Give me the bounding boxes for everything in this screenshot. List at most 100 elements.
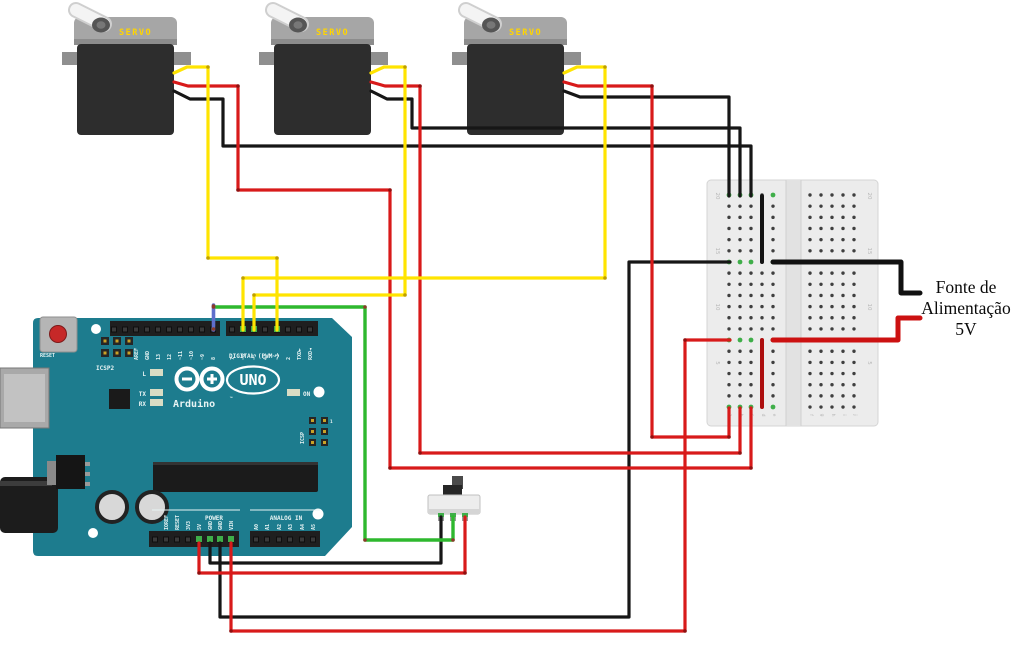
header-pin-hole [111, 326, 117, 333]
wire-bendpoint [603, 276, 607, 280]
breadboard-hole [819, 383, 823, 387]
connected-pin-highlight [462, 513, 468, 517]
pin-label-11: ~11 [178, 351, 184, 360]
breadboard-col-label: j [852, 413, 858, 415]
connected-pin-highlight [438, 513, 444, 517]
breadboard-hole [830, 383, 834, 387]
breadboard-hole [749, 226, 753, 231]
wire-bendpoint [683, 629, 687, 633]
pin-label-a2: A2 [277, 524, 283, 530]
breadboard-hole [852, 405, 856, 409]
wire-bendpoint [403, 293, 407, 297]
caption-line-3: 5V [955, 319, 977, 339]
breadboard-hole [738, 271, 742, 275]
led-l-label: L [142, 371, 146, 378]
wire-bendpoint [206, 256, 210, 260]
switch-knob-top [452, 476, 463, 489]
wire-bendpoint [650, 84, 654, 88]
breadboard-hole [819, 371, 823, 376]
mounting-hole [91, 324, 101, 334]
pin-label-gnd1: GND [208, 521, 214, 530]
servo-mount-tab [452, 52, 469, 65]
breadboard-hole [808, 405, 812, 409]
icsp-pin [311, 441, 314, 444]
breadboard-hole [749, 349, 753, 353]
wire-bendpoint [463, 571, 467, 575]
regulator-leg [85, 482, 90, 486]
pin-label-1-txd: TXD► [297, 348, 303, 360]
breadboard: 20 15 10 5 20 15 10 5 a b c d e f g h i … [706, 179, 879, 427]
servo-label: SERVO [316, 28, 349, 38]
breadboard-hole [808, 394, 812, 398]
breadboard-hole [760, 327, 764, 331]
breadboard-hole [830, 249, 834, 253]
connected-pin-highlight [228, 536, 234, 542]
led-rx [150, 399, 163, 406]
breadboard-center-channel [786, 180, 801, 426]
breadboard-hole [852, 215, 856, 220]
breadboard-hole [771, 316, 775, 320]
breadboard-hole [771, 383, 775, 387]
breadboard-hole [727, 304, 731, 309]
trademark: ™ [230, 396, 233, 402]
logo-plus-v [210, 374, 214, 384]
breadboard-hole [819, 215, 823, 220]
breadboard-hole [852, 349, 856, 353]
breadboard-hole [771, 237, 775, 242]
pin-label-6: ~6 [241, 354, 247, 360]
wire-5v-to-switch-red [197, 515, 467, 575]
wire-bendpoint [236, 188, 240, 192]
regulator-leg [85, 472, 90, 476]
wire-servo3-signal-yellow-pin6 [241, 65, 607, 332]
breadboard-hole [830, 327, 834, 331]
mounting-hole [313, 386, 325, 398]
breadboard-hole [830, 193, 834, 197]
servo-3: SERVO [452, 2, 581, 135]
breadboard-col-label: e [771, 414, 776, 417]
wire-bendpoint [650, 435, 654, 439]
wire-bendpoint [197, 571, 201, 575]
breadboard-hole [841, 405, 845, 409]
digital-caption: DIGITAL (PWM~) [229, 353, 280, 360]
servo-cap-edge [464, 39, 567, 45]
breadboard-hole [738, 204, 742, 208]
icsp2-header [101, 337, 133, 357]
breadboard-hole [841, 237, 845, 242]
breadboard-hole [830, 304, 834, 309]
breadboard-hole [841, 371, 845, 376]
wire-bendpoint [252, 293, 256, 297]
breadboard-hole [771, 226, 775, 231]
logo-ring-minus [174, 366, 200, 392]
analog-caption: ANALOG IN [270, 515, 303, 522]
breadboard-hole [727, 215, 731, 220]
breadboard-hole [771, 204, 775, 208]
header-pin-hole [264, 536, 270, 543]
power-header [149, 531, 239, 547]
breadboard-hole [808, 204, 812, 208]
wire-bendpoint [418, 451, 422, 455]
pin-label-10: ~10 [189, 351, 195, 360]
breadboard-hole [771, 271, 775, 275]
icsp-label: ICSP [300, 432, 306, 444]
pin-label-gnd: GND [145, 351, 151, 360]
servo-mount-tab [174, 52, 191, 65]
breadboard-hole [819, 204, 823, 208]
connected-pin-highlight [196, 536, 202, 542]
breadboard-hole [771, 349, 775, 353]
breadboard-hole [760, 293, 764, 298]
led-tx-label: TX [139, 391, 147, 398]
breadboard-hole [808, 193, 812, 197]
servo-mount-tab [62, 52, 79, 65]
wire-bendpoint [363, 538, 367, 542]
breadboard-hole [738, 327, 742, 331]
servo-body [467, 44, 564, 135]
breadboard-hole [852, 316, 856, 320]
reset-button-cap [49, 325, 67, 343]
breadboard-connected-hole [748, 337, 754, 343]
connected-pin-highlight [207, 536, 213, 542]
analog-header [250, 531, 320, 547]
header-pin-hole [166, 326, 172, 333]
breadboard-hole [727, 360, 731, 365]
breadboard-hole [830, 371, 834, 376]
